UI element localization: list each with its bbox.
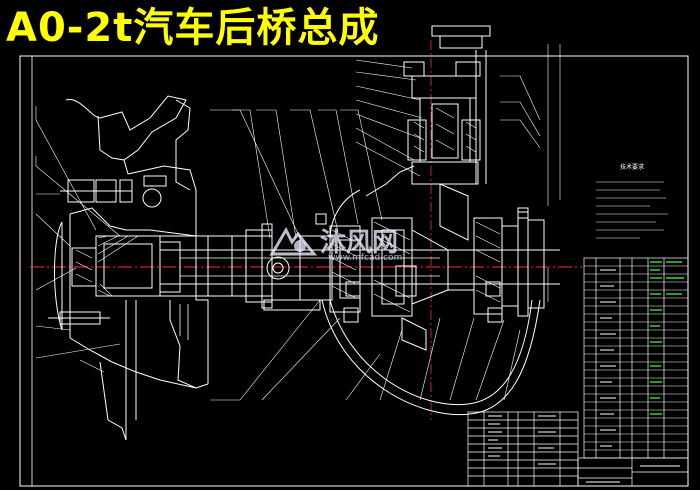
notes-lines — [596, 181, 668, 239]
watermark: 沐风网 www.mfcad.com — [268, 222, 438, 268]
watermark-text: 沐风网 — [320, 228, 399, 258]
technical-notes-title: 技术要求 — [619, 164, 644, 171]
binding-margin — [19, 55, 33, 487]
watermark-url: www.mfcad.com — [328, 253, 403, 263]
wheel-hub-assembly — [48, 95, 209, 441]
differential-assembly — [315, 165, 545, 416]
bottom-table-cell-text — [488, 415, 680, 483]
bottom-parts-table — [467, 411, 689, 487]
technical-notes: 技术要求 — [582, 162, 682, 177]
parts-list-cell-text-white — [600, 269, 616, 447]
parts-list-table — [583, 257, 689, 459]
drawing-title: A0-2t汽车后桥总成 — [6, 5, 380, 51]
leader-lines — [35, 44, 561, 401]
drawing-frame — [19, 55, 689, 487]
pinion-shaft — [403, 25, 491, 185]
parts-list-rows — [584, 265, 688, 451]
watermark-logo-icon — [269, 226, 318, 256]
parts-list-cell-text — [650, 261, 684, 415]
